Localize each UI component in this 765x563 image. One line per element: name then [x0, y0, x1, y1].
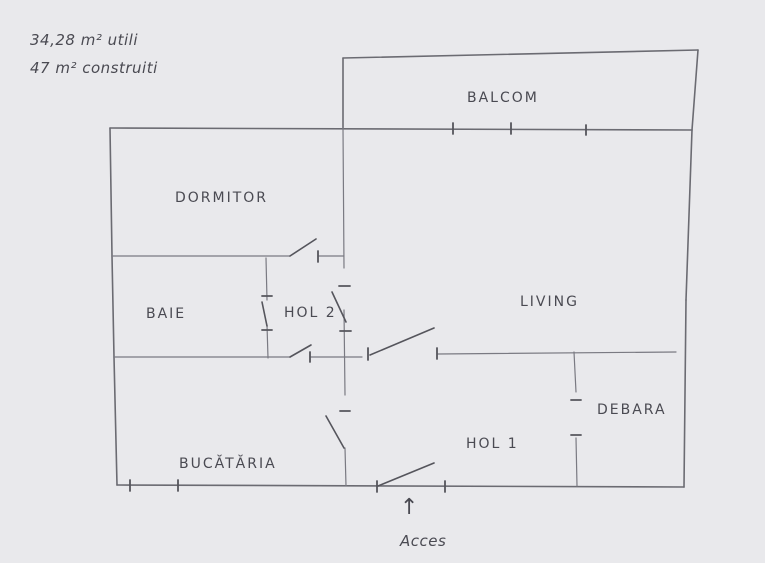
room-label-balcony: BALCOM — [467, 90, 539, 106]
door-bathroom — [261, 301, 268, 327]
room-label-bathroom: BAIE — [146, 306, 186, 322]
note-built-area: 47 m² construiti — [30, 59, 158, 77]
door-kitchen — [325, 415, 345, 449]
note-usable-area: 34,28 m² utili — [30, 31, 138, 49]
balcony-outline — [342, 49, 699, 131]
exterior-walls — [109, 127, 693, 488]
door-hall2-south — [289, 344, 312, 358]
door-hall2-living — [331, 291, 347, 323]
door-bedroom — [289, 238, 317, 257]
room-label-bedroom: DORMITOR — [175, 190, 268, 206]
doors — [261, 238, 435, 487]
room-label-storage: DEBARA — [597, 402, 667, 418]
room-label-kitchen: BUCĂTĂRIA — [179, 454, 277, 472]
entrance-arrow-icon: ↑ — [400, 495, 420, 520]
interior-walls — [111, 127, 677, 487]
room-label-living: LIVING — [520, 294, 579, 310]
door-entrance — [377, 462, 435, 487]
room-label-hall2: HOL 2 — [284, 305, 337, 321]
room-label-hall1: HOL 1 — [466, 436, 519, 452]
opening-ticks — [129, 122, 587, 493]
door-living-hall1 — [369, 327, 435, 356]
entrance-label: Acces — [399, 532, 446, 550]
